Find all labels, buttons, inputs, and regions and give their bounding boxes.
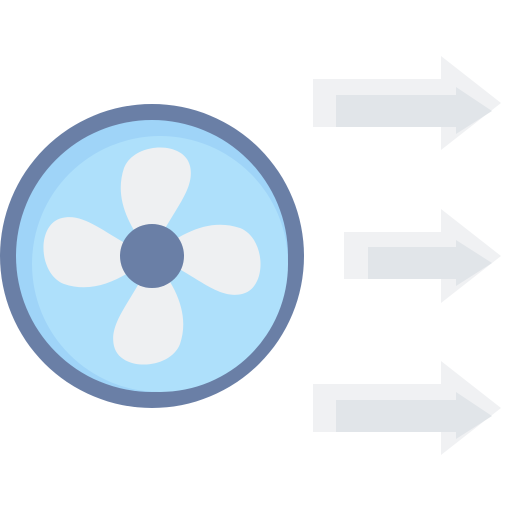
airflow-arrows [313, 56, 501, 455]
fan-icon [0, 104, 304, 408]
arrow-front-layer [336, 392, 492, 439]
arrow-front-layer [368, 240, 492, 286]
arrow-front-layer [336, 87, 492, 134]
airflow-arrow-top [313, 56, 501, 150]
airflow-arrow-bottom [313, 361, 501, 455]
fan-hub [120, 224, 184, 288]
airflow-arrow-middle [344, 209, 501, 303]
